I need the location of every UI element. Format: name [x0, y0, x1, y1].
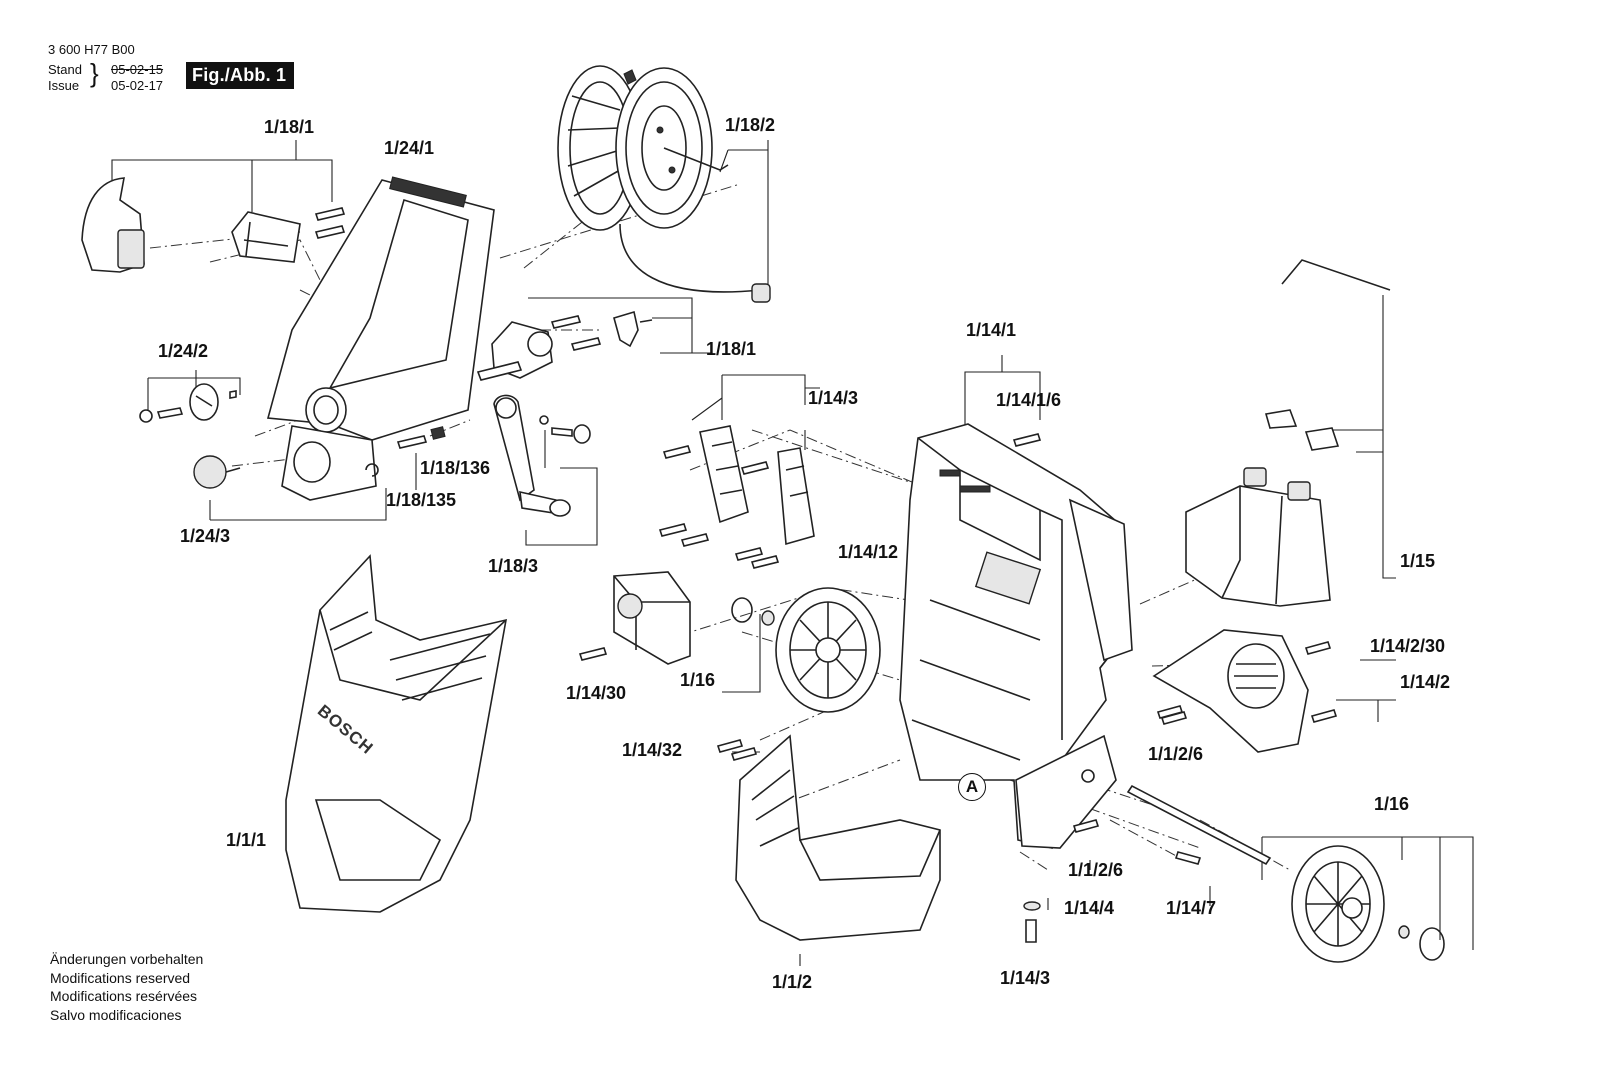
label-1-14-4: 1/14/4: [1064, 898, 1115, 918]
label-1-16-right: 1/16: [1374, 794, 1410, 814]
figure-tag: Fig./Abb. 1: [186, 62, 295, 89]
label-1-14-12: 1/14/12: [838, 542, 899, 562]
front-cover: [285, 554, 508, 913]
label-1-1-2-6-b: 1/1/2/6: [1068, 860, 1124, 880]
handle-frame: [266, 176, 495, 501]
header-brace: }: [90, 58, 99, 88]
disclaimer: Änderungen vorbehalten Modifications res…: [50, 950, 203, 1024]
label-1-14-32: 1/14/32: [622, 740, 683, 760]
hose-guide-parts: [81, 177, 346, 273]
side-clips: [658, 425, 815, 569]
disclaimer-es: Salvo modificaciones: [50, 1006, 182, 1023]
label-1-1-1: 1/1/1: [226, 830, 267, 850]
detergent-tank: [1185, 259, 1391, 607]
label-1-18-3: 1/18/3: [488, 556, 539, 576]
label-1-24-3: 1/24/3: [180, 526, 231, 546]
label-1-14-1-6: 1/14/1/6: [996, 390, 1062, 410]
label-1-14-1: 1/14/1: [966, 320, 1017, 340]
label-1-14-30: 1/14/30: [566, 683, 627, 703]
label-1-24-1: 1/24/1: [384, 138, 435, 158]
label-1-14-2-30: 1/14/2/30: [1370, 636, 1446, 656]
label-1-14-2: 1/14/2: [1400, 672, 1451, 692]
label-1-1-2: 1/1/2: [772, 972, 813, 992]
disclaimer-fr: Modifications resérvées: [50, 988, 198, 1004]
wheel-left: [731, 587, 881, 713]
issue-date: 05-02-17: [111, 78, 164, 93]
hose-reel: [557, 65, 771, 303]
disclaimer-en: Modifications reserved: [50, 969, 191, 986]
label-1-18-1-mid: 1/18/1: [706, 339, 757, 359]
knob-parts: [139, 383, 446, 489]
part-number: 3 600 H77 B00: [48, 42, 135, 57]
label-1-14-7: 1/14/7: [1166, 898, 1217, 918]
label-1-1-2-6-a: 1/1/2/6: [1148, 744, 1204, 764]
crank-handle: [493, 394, 591, 517]
label-1-18-136: 1/18/136: [420, 458, 491, 478]
disclaimer-de: Änderungen vorbehalten: [50, 951, 204, 967]
label-1-14-3-top: 1/14/3: [808, 388, 859, 408]
label-1-14-3-bottom: 1/14/3: [1000, 968, 1051, 988]
wheel-right: [716, 711, 1445, 963]
old-date: 05-02-15: [111, 62, 164, 77]
label-1-18-135: 1/18/135: [386, 490, 457, 510]
callout-a: A: [958, 773, 986, 801]
label-1-18-2: 1/18/2: [725, 115, 776, 135]
switch-box: [578, 571, 691, 665]
label-1-18-1-top: 1/18/1: [264, 117, 315, 137]
base-tray: [735, 734, 1117, 941]
label-1-24-2: 1/24/2: [158, 341, 209, 361]
label-1-15: 1/15: [1400, 551, 1436, 571]
fan-cover: [1152, 629, 1338, 753]
reel-bracket: [476, 310, 653, 381]
issue-label: Issue: [48, 78, 80, 93]
label-1-16-left: 1/16: [680, 670, 716, 690]
stand-label: Stand: [48, 62, 82, 77]
